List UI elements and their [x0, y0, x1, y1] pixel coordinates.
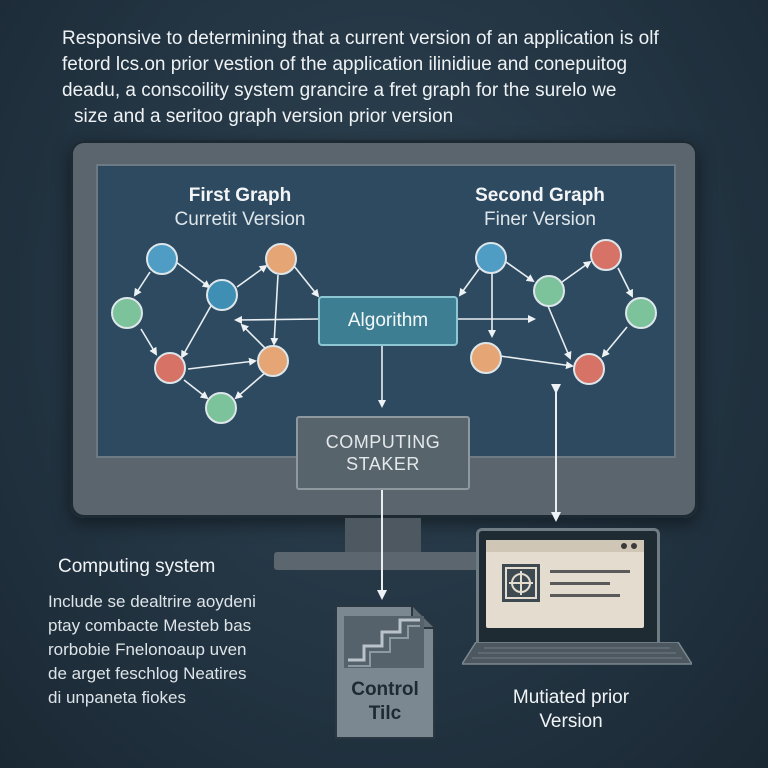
- mutated-version-line-1: Mutiated prior: [512, 687, 630, 708]
- control-tile-line-2: Tilc: [368, 703, 402, 724]
- first-graph-edges: [133, 261, 320, 400]
- computing-system-line-3: rorbobie Fnelonoaup uven: [48, 640, 247, 659]
- second-graph-title: Second Graph: [475, 185, 605, 206]
- graph1-node-1: [146, 243, 178, 275]
- algorithm-box: Algorithm: [318, 296, 458, 346]
- first-graph-title: First Graph: [188, 185, 292, 206]
- graph1-node-7: [205, 392, 237, 424]
- intro-line-4: size and a seritoo graph version prior v…: [74, 106, 454, 127]
- intro-line-2: fetord lcs.on prior vestion of the appli…: [62, 54, 628, 75]
- graph2-node-2: [590, 239, 622, 271]
- computing-system-description: Include se dealtrire aoydeni ptay combac…: [48, 590, 256, 710]
- graph1-node-3: [206, 279, 238, 311]
- graph1-node-4: [111, 297, 143, 329]
- graph2-node-4: [625, 297, 657, 329]
- control-tile-document-icon: [335, 605, 435, 739]
- computing-system-title: Computing system: [58, 556, 216, 577]
- computing-system-line-1: Include se dealtrire aoydeni: [48, 592, 256, 611]
- graph1-node-5: [154, 352, 186, 384]
- window-dot-icon: [631, 543, 637, 549]
- computing-staker-box: COMPUTING STAKER: [296, 416, 470, 490]
- intro-text: Responsive to determining that a current…: [62, 26, 742, 130]
- intro-line-1: Responsive to determining that a current…: [62, 28, 659, 49]
- window-dot-icon: [621, 543, 627, 549]
- graph1-node-2: [265, 243, 297, 275]
- second-graph-title-block: Second Graph Finer Version: [430, 184, 650, 232]
- computing-system-line-2: ptay combacte Mesteb bas: [48, 616, 252, 635]
- second-graph-subtitle: Finer Version: [484, 209, 596, 230]
- laptop-window-content: [486, 540, 644, 602]
- mutated-version-label: Mutiated prior Version: [488, 686, 654, 734]
- second-graph-edges: [456, 260, 633, 370]
- computing-staker-line-1: COMPUTING: [325, 432, 441, 452]
- algorithm-label: Algorithm: [347, 310, 429, 331]
- control-tile-label: Control Tilc: [334, 678, 436, 726]
- graph2-node-3: [533, 275, 565, 307]
- control-tile-line-1: Control: [351, 679, 419, 700]
- computing-staker-line-2: STAKER: [346, 454, 420, 474]
- computing-system-line-5: di unpaneta fiokes: [48, 688, 186, 707]
- intro-line-3: deadu, a conscoility system grancire a f…: [62, 80, 617, 101]
- graph2-node-6: [573, 353, 605, 385]
- graph1-node-6: [257, 345, 289, 377]
- first-graph-subtitle: Curretit Version: [174, 209, 306, 230]
- graph2-node-5: [470, 342, 502, 374]
- first-graph-title-block: First Graph Curretit Version: [140, 184, 340, 232]
- graph2-node-1: [475, 242, 507, 274]
- mutated-version-line-2: Version: [539, 711, 603, 732]
- computing-system-line-4: de arget feschlog Neatires: [48, 664, 247, 683]
- laptop-keyboard: [462, 642, 692, 665]
- monitor-stand-base: [274, 552, 494, 570]
